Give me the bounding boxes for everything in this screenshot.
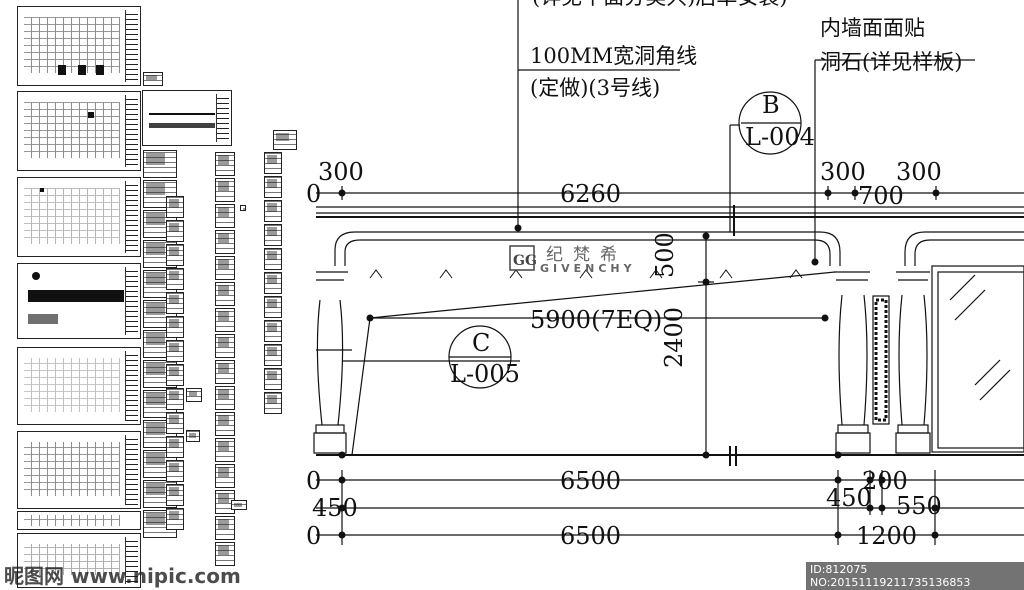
detail-sheet-thumbnail[interactable] [166, 196, 184, 218]
detail-sheet-thumbnail[interactable] [186, 430, 200, 442]
detail-sheet-thumbnail[interactable] [264, 152, 282, 174]
logo-en: GIVENCHY [540, 262, 636, 275]
detail-sheet-thumbnail[interactable] [264, 200, 282, 222]
sheet-thumbnail[interactable] [17, 6, 141, 86]
detail-sheet-thumbnail[interactable] [215, 490, 235, 514]
detail-sheet-thumbnail[interactable] [143, 72, 163, 86]
detail-sheet-thumbnail[interactable] [166, 340, 184, 362]
detail-sheet-thumbnail[interactable] [166, 412, 184, 434]
detail-sheet-thumbnail[interactable] [273, 130, 297, 150]
dim-6260: 6260 [560, 180, 621, 208]
detail-sheet-thumbnail[interactable] [166, 484, 184, 506]
detail-sheet-thumbnail[interactable] [166, 268, 184, 290]
dim-0-top: 0 [306, 180, 321, 208]
dim-500: 500 [651, 232, 679, 278]
detail-sheet-thumbnail[interactable] [166, 316, 184, 338]
dim-0-bottom: 0 [306, 522, 321, 550]
dim-2400: 2400 [660, 307, 688, 368]
detail-sheet-thumbnail[interactable] [215, 256, 235, 280]
detail-sheet-thumbnail[interactable] [215, 412, 235, 436]
dim-6500-upper: 6500 [560, 467, 621, 495]
dim-700: 700 [858, 182, 904, 210]
detail-sheet-thumbnail[interactable] [215, 464, 235, 488]
detail-sheet-thumbnail[interactable] [264, 224, 282, 246]
detail-sheet-thumbnail[interactable] [264, 272, 282, 294]
detail-sheet-thumbnail[interactable] [264, 368, 282, 390]
dim-300-right: 300 [896, 158, 942, 186]
detail-sheet-thumbnail[interactable] [143, 180, 177, 208]
detail-sheet-thumbnail[interactable] [166, 388, 184, 410]
callout-c-ref: L-005 [450, 360, 520, 388]
detail-sheet-thumbnail[interactable] [240, 205, 246, 211]
detail-sheet-thumbnail[interactable] [264, 296, 282, 318]
detail-sheet-thumbnail[interactable] [166, 436, 184, 458]
casing-note-line2: (定做)(3号线) [530, 76, 660, 100]
detail-sheet-thumbnail[interactable] [215, 282, 235, 306]
dim-6500-lower: 6500 [560, 522, 621, 550]
watermark-right: ID:812075 NO:20151119211735136853 [806, 562, 1024, 590]
detail-sheet-thumbnail[interactable] [166, 220, 184, 242]
detail-sheet-thumbnail[interactable] [264, 176, 282, 198]
dim-550: 550 [896, 492, 942, 520]
dim-450-right: 450 [826, 484, 872, 512]
dim-300-left: 300 [318, 158, 364, 186]
detail-sheet-thumbnail[interactable] [215, 438, 235, 462]
detail-sheet-thumbnail[interactable] [166, 292, 184, 314]
dim-0-floor: 0 [306, 467, 321, 495]
detail-sheet-thumbnail[interactable] [166, 244, 184, 266]
sheet-thumbnail[interactable] [142, 90, 232, 146]
detail-sheet-thumbnail[interactable] [264, 344, 282, 366]
dim-450-left: 450 [312, 494, 358, 522]
callout-b-ref: L-004 [745, 123, 815, 151]
dim-300-mid: 300 [820, 158, 866, 186]
callout-b-letter: B [762, 91, 780, 119]
sheet-thumbnail[interactable] [17, 91, 141, 171]
detail-sheet-thumbnail[interactable] [215, 308, 235, 332]
detail-sheet-thumbnail[interactable] [215, 516, 235, 540]
detail-sheet-thumbnail[interactable] [215, 386, 235, 410]
detail-sheet-thumbnail[interactable] [215, 230, 235, 254]
logo-mark: GG [513, 253, 537, 269]
top-note: (详见平面分类只)后单安装) [532, 0, 788, 9]
dim-200: 200 [862, 467, 908, 495]
detail-sheet-thumbnail[interactable] [215, 178, 235, 202]
detail-sheet-thumbnail[interactable] [166, 364, 184, 386]
sheet-thumbnail[interactable] [17, 347, 141, 425]
detail-sheet-thumbnail[interactable] [264, 320, 282, 342]
detail-sheet-thumbnail[interactable] [186, 388, 202, 402]
detail-sheet-thumbnail[interactable] [215, 152, 235, 176]
givenchy-logo: GG 纪梵希 GIVENCHY [509, 245, 636, 275]
sheet-thumbnail[interactable] [17, 263, 141, 339]
detail-sheet-thumbnail[interactable] [215, 204, 235, 228]
detail-sheet-thumbnail[interactable] [215, 542, 235, 566]
detail-sheet-thumbnail[interactable] [215, 360, 235, 384]
dim-1200: 1200 [856, 522, 917, 550]
detail-sheet-thumbnail[interactable] [215, 334, 235, 358]
watermark-left: 昵图网 www.nipic.com [4, 564, 241, 588]
detail-sheet-thumbnail[interactable] [143, 150, 177, 178]
logo-cn: 纪梵希 [546, 245, 627, 265]
detail-sheet-thumbnail[interactable] [166, 508, 184, 530]
sheet-thumbnail[interactable] [17, 431, 141, 509]
casing-note-line1: 100MM宽洞角线 [530, 44, 697, 68]
wall-finish-note-line1: 内墙面面贴 [820, 16, 925, 40]
sheet-thumbnail[interactable] [17, 177, 141, 257]
detail-sheet-thumbnail[interactable] [231, 500, 247, 510]
wall-finish-note-line2: 洞石(详见样板) [820, 50, 962, 74]
dim-5900: 5900(7EQ) [530, 306, 662, 334]
detail-sheet-thumbnail[interactable] [264, 392, 282, 414]
detail-sheet-thumbnail[interactable] [166, 460, 184, 482]
sheet-thumbnail[interactable] [17, 511, 141, 530]
callout-c-letter: C [472, 329, 490, 357]
detail-sheet-thumbnail[interactable] [264, 248, 282, 270]
